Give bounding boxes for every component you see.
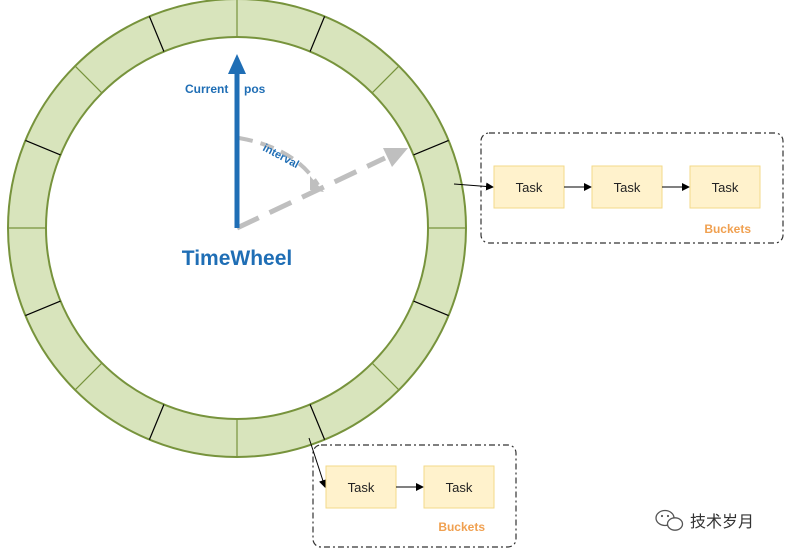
watermark-text: 技术岁月 <box>690 512 754 531</box>
task-label: Task <box>446 480 473 495</box>
wheel-slot-divider <box>148 16 165 52</box>
wheel-slot-divider <box>413 300 449 317</box>
slot-to-bucket-upper-connector <box>453 182 494 191</box>
pos-label: pos <box>244 82 266 96</box>
task-box <box>689 165 761 209</box>
task-label: Task <box>348 480 375 495</box>
wheel-slot-divider <box>413 139 449 156</box>
bucket-group-upper: Task Task Task Buckets <box>453 132 784 244</box>
time-wheel <box>7 0 467 458</box>
task-label: Task <box>712 180 739 195</box>
wechat-icon <box>655 509 684 531</box>
interval-target-line <box>235 155 387 231</box>
bucket-frame-lower <box>312 444 517 548</box>
current-pos-hand <box>228 54 246 228</box>
wheel-slot-divider <box>148 404 165 440</box>
wheel-slot-divider <box>74 362 103 391</box>
wheel-slot-divider <box>25 300 61 317</box>
wheel-slot-divider <box>371 362 400 391</box>
task-box <box>493 165 565 209</box>
timewheel-title: TimeWheel <box>182 247 292 270</box>
interval-arrow <box>235 136 408 231</box>
bucket-group-lower: Task Task Buckets <box>308 437 517 548</box>
wheel-slot-divider <box>25 139 61 156</box>
buckets-label: Buckets <box>704 222 751 236</box>
wheel-slot-divider <box>371 65 400 94</box>
task-label: Task <box>614 180 641 195</box>
interval-label: interval <box>261 142 301 171</box>
wheel-slot-divider <box>309 404 326 440</box>
buckets-label: Buckets <box>438 520 485 534</box>
watermark: 技术岁月 <box>655 509 754 531</box>
interval-arc <box>238 136 320 187</box>
task-box <box>325 465 397 509</box>
wheel-slot-divider <box>309 16 326 52</box>
bucket-frame-upper <box>480 132 784 244</box>
interval-target-head <box>383 148 408 167</box>
task-label: Task <box>516 180 543 195</box>
task-box <box>423 465 495 509</box>
wheel-slot-dividers <box>8 0 466 457</box>
slot-to-bucket-lower-connector <box>308 437 327 488</box>
current-pos-arrowhead <box>228 54 246 74</box>
current-label: Current <box>185 82 228 96</box>
wheel-slot-divider <box>74 65 103 94</box>
